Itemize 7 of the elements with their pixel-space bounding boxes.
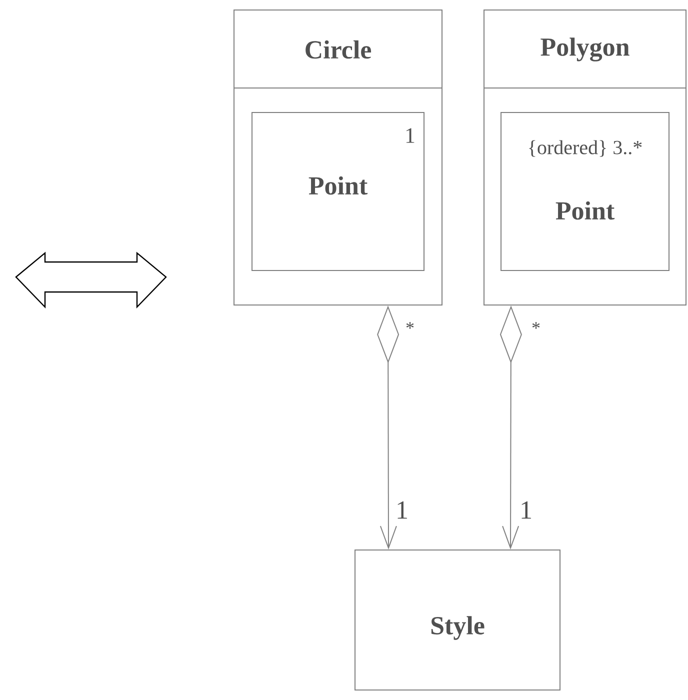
multiplicity-label: 1 [398,501,407,519]
multiplicity-label: * [406,322,414,329]
class-box: Style [354,550,560,690]
multiplicity-label: * [532,322,540,329]
multiplicity-label: 1 [522,501,531,519]
part-box: 1 Point [252,112,424,271]
part-box: {ordered} 3..* Point [500,112,670,271]
